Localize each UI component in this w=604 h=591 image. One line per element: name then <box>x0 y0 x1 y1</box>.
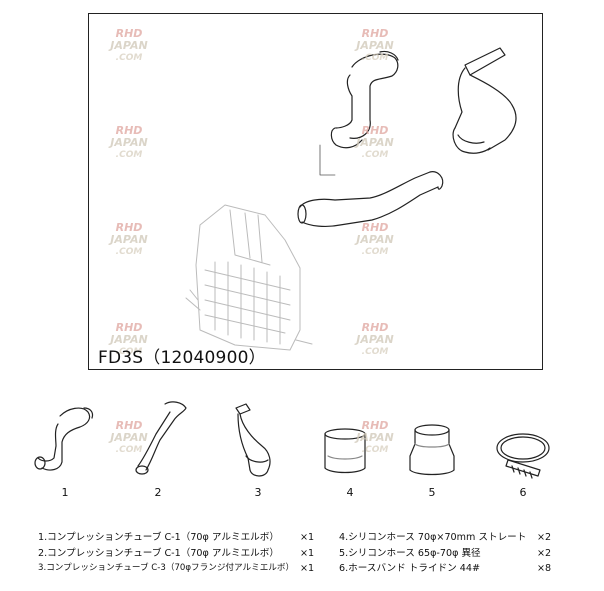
legend-row: 2.コンプレッションチューブ C-1（70φ アルミエルボ） ×1 <box>38 546 318 562</box>
part-3-drawing <box>235 403 271 477</box>
legend-item-name: 6.ホースバンド トライドン 44# <box>339 563 481 574</box>
part-4-drawing <box>324 428 366 474</box>
part-number: 2 <box>154 486 162 499</box>
legend-item-name: 2.コンプレッションチューブ C-1（70φ アルミエルボ） <box>38 547 279 559</box>
part-5-drawing <box>409 424 455 476</box>
legend-item-qty: ×1 <box>300 563 315 574</box>
legend-item-qty: ×2 <box>537 532 552 543</box>
part-number: 6 <box>519 486 527 499</box>
intercooler-sketch <box>185 204 313 351</box>
legend-item-qty: ×2 <box>537 547 552 559</box>
legend-item-name: 1.コンプレッションチューブ C-1（70φ アルミエルボ） <box>38 532 279 543</box>
legend-item-name: 5.シリコンホース 65φ-70φ 異径 <box>339 547 481 559</box>
lower-long-tube <box>297 171 444 228</box>
legend-row: 5.シリコンホース 65φ-70φ 異径 ×2 <box>339 546 589 562</box>
legend-row: 6.ホースバンド トライドン 44# ×8 <box>339 561 589 577</box>
diagram-frame <box>88 13 543 370</box>
legend-item-qty: ×1 <box>300 532 315 543</box>
legend-item-name: 4.シリコンホース 70φ×70mm ストレート <box>339 532 527 543</box>
flanged-elbow <box>452 47 517 154</box>
parts-legend-right: 4.シリコンホース 70φ×70mm ストレート ×2 5.シリコンホース 65… <box>339 530 589 577</box>
legend-item-qty: ×8 <box>537 563 552 574</box>
part-2-drawing <box>135 401 187 475</box>
part-number: 5 <box>428 486 436 499</box>
parts-legend-left: 1.コンプレッションチューブ C-1（70φ アルミエルボ） ×1 2.コンプレ… <box>38 530 318 577</box>
legend-row: 4.シリコンホース 70φ×70mm ストレート ×2 <box>339 530 589 546</box>
part-number: 3 <box>254 486 262 499</box>
legend-item-qty: ×1 <box>300 547 315 559</box>
legend-row: 3.コンプレッションチューブ C-3（70φフランジ付アルミエルボ） ×1 <box>38 561 318 577</box>
part-1-drawing <box>34 407 94 471</box>
legend-item-name: 3.コンプレッションチューブ C-3（70φフランジ付アルミエルボ） <box>38 563 295 573</box>
part-number: 4 <box>346 486 354 499</box>
part-number: 1 <box>61 486 69 499</box>
legend-row: 1.コンプレッションチューブ C-1（70φ アルミエルボ） ×1 <box>38 530 318 546</box>
model-label: FD3S（12040900） <box>98 348 266 368</box>
part-6-drawing <box>496 433 550 479</box>
upper-s-tube <box>330 50 399 149</box>
